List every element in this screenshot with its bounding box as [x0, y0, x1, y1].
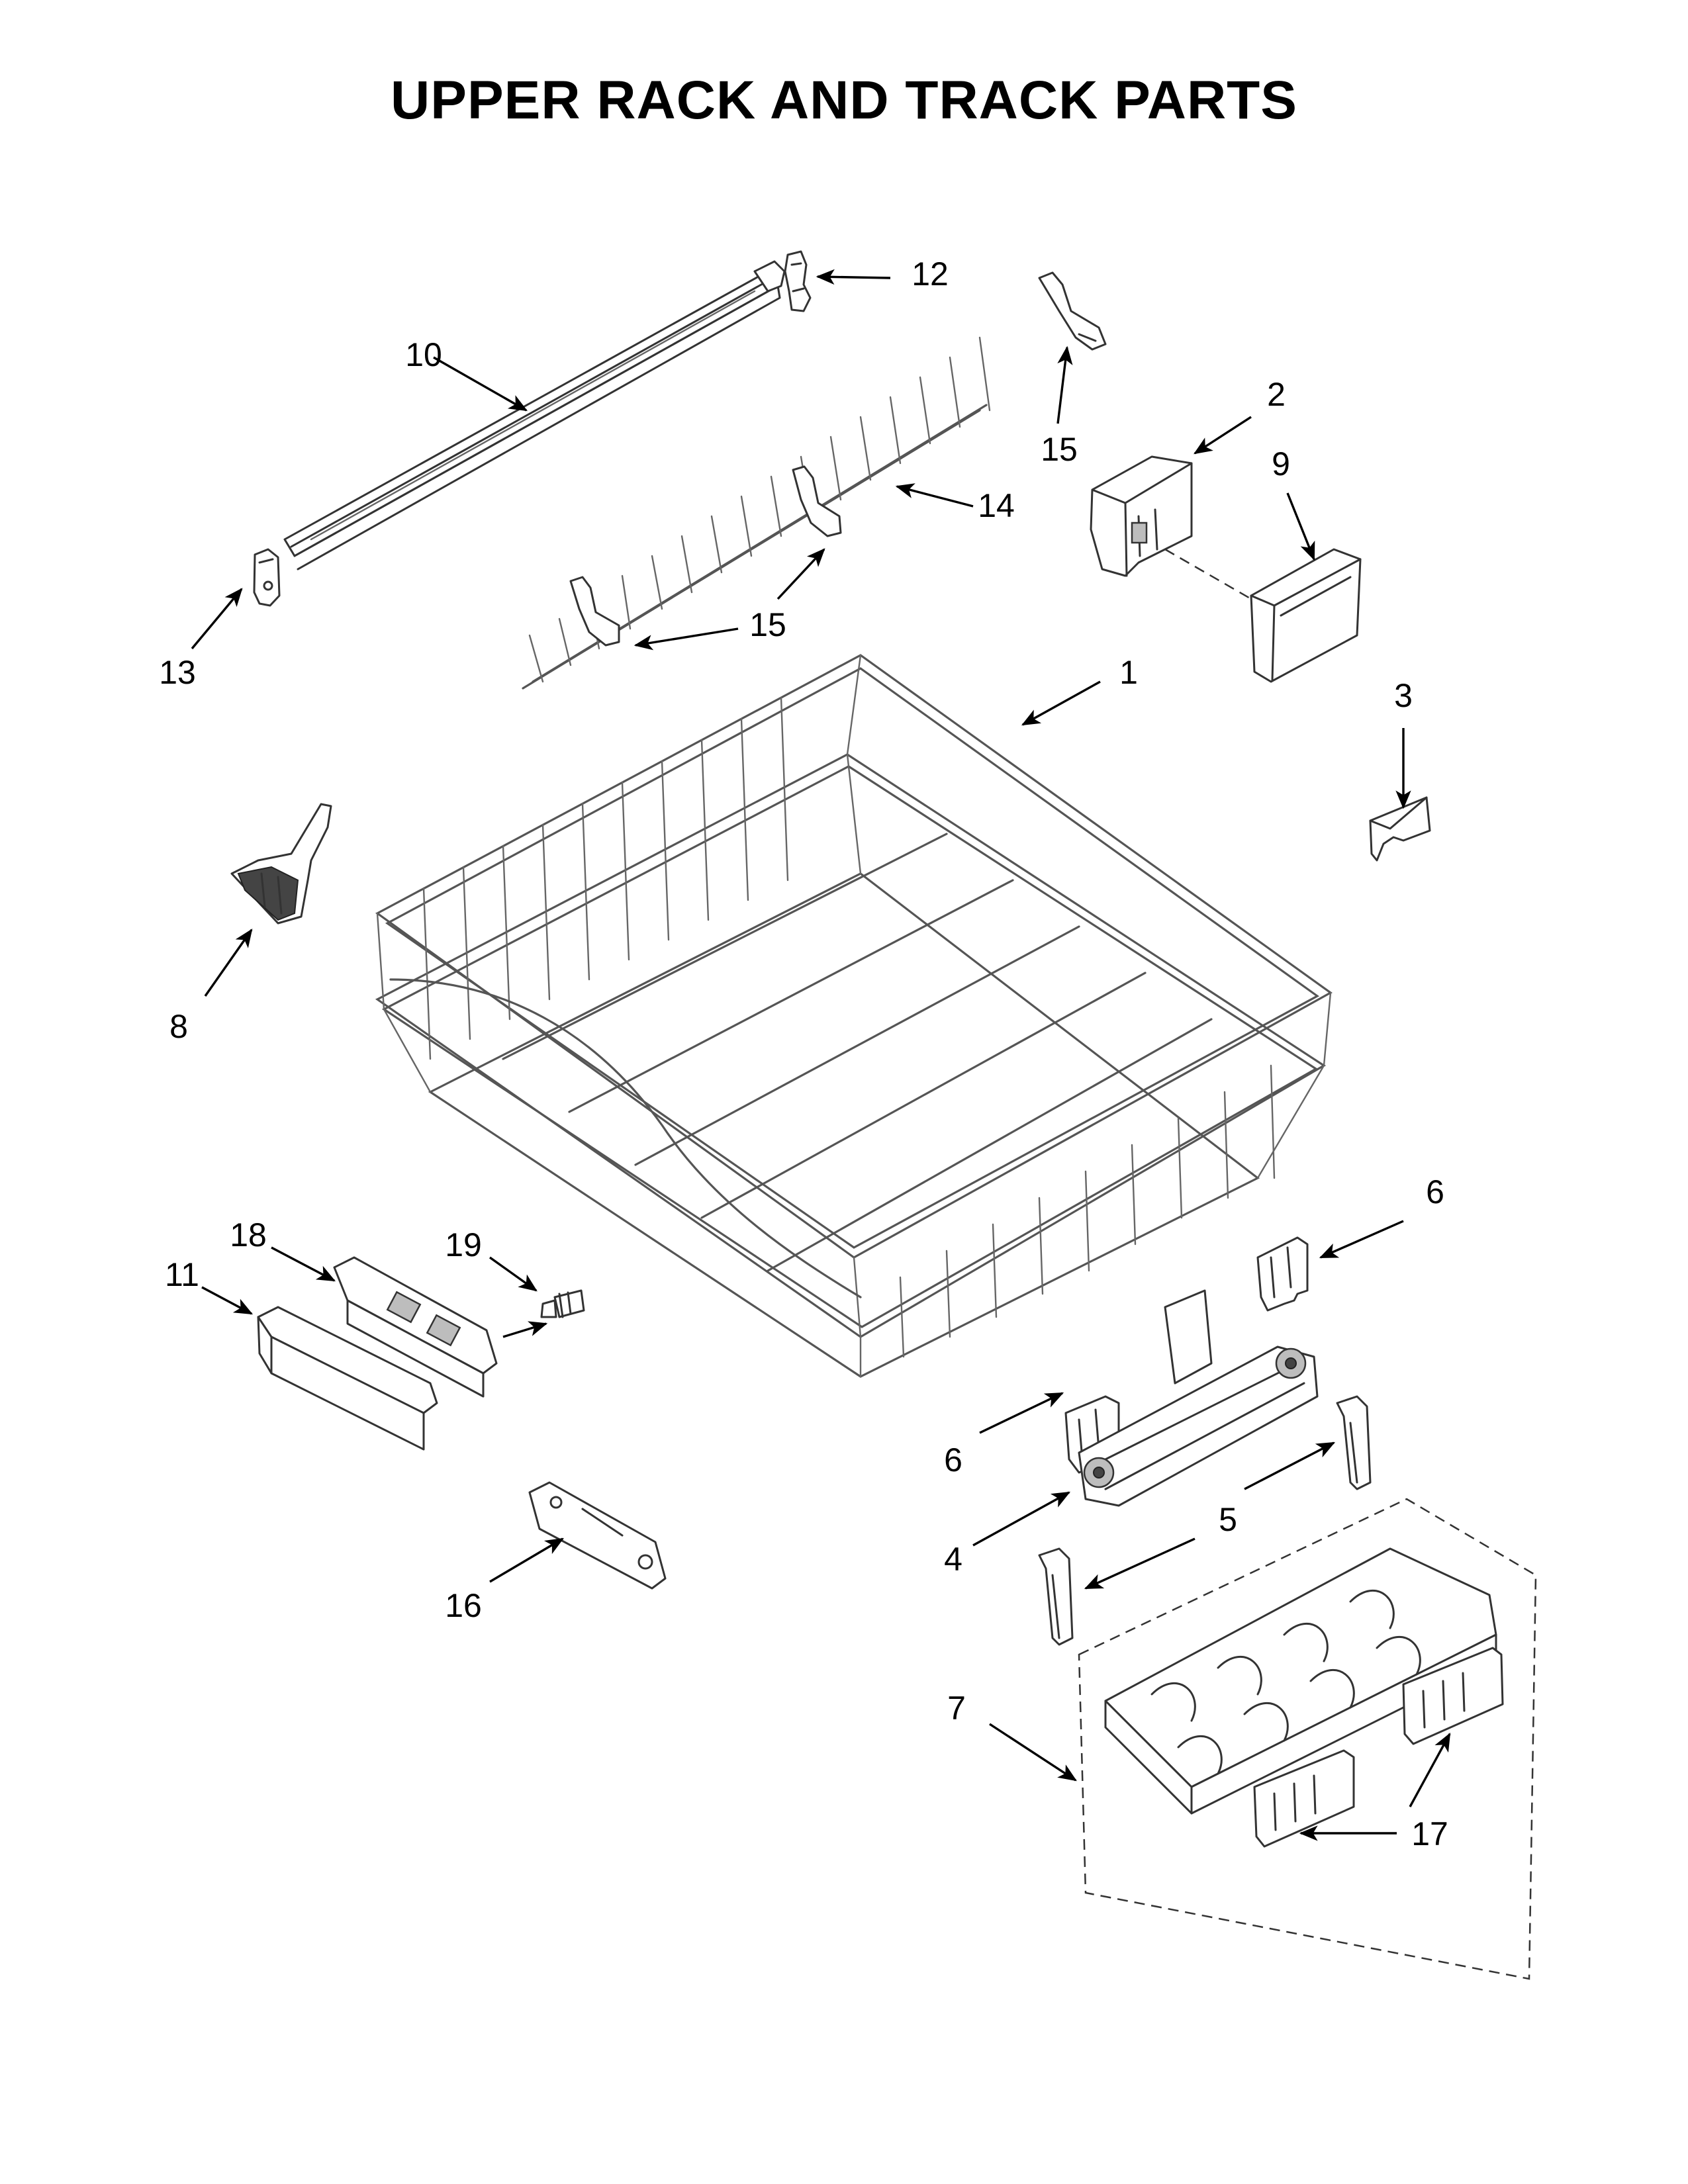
callout-11: 11 [165, 1256, 199, 1293]
leader-lines [191, 269, 1451, 1841]
callout-18: 18 [230, 1216, 267, 1253]
part-9-adjuster-cover [1164, 548, 1362, 683]
part-17-shelf-clip-left [1253, 1749, 1355, 1848]
part-6-guide-upper [1256, 1236, 1309, 1312]
callout-13: 13 [159, 654, 196, 691]
callout-4: 4 [944, 1541, 962, 1578]
part-2-adjuster-housing [1090, 455, 1193, 577]
callout-3: 3 [1394, 677, 1413, 714]
part-3-small-clip [1369, 796, 1431, 862]
part-15-clip-low [569, 576, 620, 647]
part-1-upper-rack-basket [375, 654, 1333, 1378]
callout-7: 7 [947, 1690, 966, 1727]
part-11-handle-cover [257, 1306, 438, 1451]
part-19-screw [540, 1289, 585, 1318]
callout-numbers: 1 2 3 4 5 6 6 7 8 9 10 11 12 13 14 15 15… [159, 255, 1448, 1852]
callout-12: 12 [912, 255, 949, 293]
callout-6-upper: 6 [1426, 1173, 1444, 1210]
part-13-rail-end-cap [253, 548, 281, 607]
callout-19: 19 [445, 1226, 482, 1263]
callout-8: 8 [169, 1008, 188, 1045]
callout-6-lower: 6 [944, 1441, 962, 1479]
callout-15-upper: 15 [1041, 431, 1078, 468]
callout-5: 5 [1219, 1501, 1237, 1538]
page-title: UPPER RACK AND TRACK PARTS [391, 70, 1297, 130]
part-5-stop-left [1038, 1547, 1074, 1646]
callout-17: 17 [1411, 1815, 1448, 1852]
part-5-stop-right [1336, 1395, 1372, 1490]
part-4-slide-track [1078, 1289, 1319, 1507]
callout-14: 14 [978, 487, 1015, 524]
part-8-rack-adjuster-handle [230, 803, 332, 925]
part-15-clip-mid [792, 465, 842, 537]
callout-16: 16 [445, 1587, 482, 1624]
part-17-shelf-clip-right [1402, 1647, 1504, 1745]
callout-9: 9 [1272, 445, 1290, 482]
part-18-handle-frame [333, 1256, 498, 1398]
part-12-rail-end-clip [784, 250, 812, 312]
part-15-clip-upper [1038, 271, 1107, 351]
callout-1: 1 [1119, 654, 1138, 691]
part-7-stemware-shelf [1078, 1498, 1537, 1980]
callout-2: 2 [1267, 376, 1286, 413]
part-16-handle-bracket [528, 1481, 667, 1590]
callout-10: 10 [405, 336, 442, 373]
callout-15-lower: 15 [749, 606, 786, 643]
part-10-track-rail [283, 260, 786, 570]
